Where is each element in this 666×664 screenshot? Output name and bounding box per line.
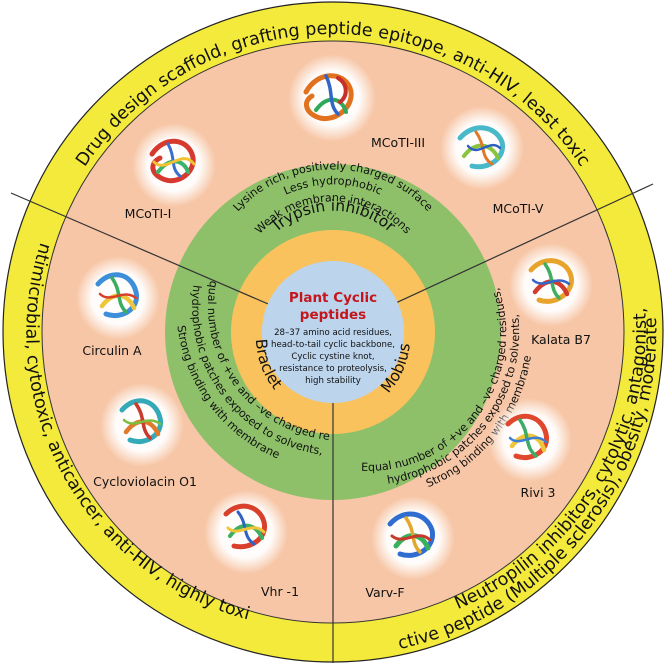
peptide-mcoti-i: MCoTI-I bbox=[125, 123, 216, 221]
peptide-kalata-b7: Kalata B7 bbox=[509, 243, 593, 347]
peptide-rivi-3: Rivi 3 bbox=[488, 398, 572, 500]
peptide-varv-f: Varv-F bbox=[365, 496, 455, 600]
peptide-label-rivi-3: Rivi 3 bbox=[521, 485, 556, 500]
protein-structure-icon bbox=[223, 503, 268, 550]
protein-structure-icon bbox=[387, 511, 436, 558]
protein-structure-icon bbox=[303, 73, 354, 122]
peptide-label-varv-f: Varv-F bbox=[365, 585, 404, 600]
protein-structure-icon bbox=[528, 258, 574, 304]
peptide-cycloviolacin-o1: Cycloviolacin O1 bbox=[93, 383, 197, 489]
peptide-label-kalata-b7: Kalata B7 bbox=[531, 332, 591, 347]
protein-structure-icon bbox=[95, 272, 140, 318]
peptide-label-circulin-a: Circulin A bbox=[82, 343, 142, 358]
center-cover bbox=[262, 261, 404, 403]
center-desc-3: Cyclic cystine knot, bbox=[291, 352, 374, 362]
peptide-vhr-1: Vhr -1 bbox=[204, 490, 299, 599]
protein-structure-icon bbox=[149, 138, 196, 184]
center-title-line1: Plant Cyclic bbox=[289, 290, 377, 306]
peptide-label-mcoti-i: MCoTI-I bbox=[125, 206, 172, 221]
center-desc-1: 28–37 amino acid residues, bbox=[274, 328, 392, 338]
peptide-mcoti-v: MCoTI-V bbox=[440, 106, 544, 216]
protein-structure-icon bbox=[457, 125, 506, 170]
peptide-circulin-a: Circulin A bbox=[76, 256, 160, 358]
center-desc-4: resistance to proteolysis, bbox=[279, 364, 387, 374]
protein-structure-icon bbox=[505, 413, 550, 460]
peptide-mcoti-iii: MCoTI-III bbox=[288, 54, 425, 150]
peptide-label-vhr-1: Vhr -1 bbox=[261, 584, 299, 599]
center-title-line2: peptides bbox=[300, 307, 366, 323]
peptide-label-mcoti-iii: MCoTI-III bbox=[371, 135, 425, 150]
peptide-label-cycloviolacin-o1: Cycloviolacin O1 bbox=[93, 474, 197, 489]
peptide-label-mcoti-v: MCoTI-V bbox=[493, 201, 544, 216]
center-desc-5: high stability bbox=[305, 376, 361, 386]
center-desc-2: head-to-tail cyclic backbone, bbox=[271, 340, 395, 350]
protein-structure-icon bbox=[119, 398, 164, 444]
